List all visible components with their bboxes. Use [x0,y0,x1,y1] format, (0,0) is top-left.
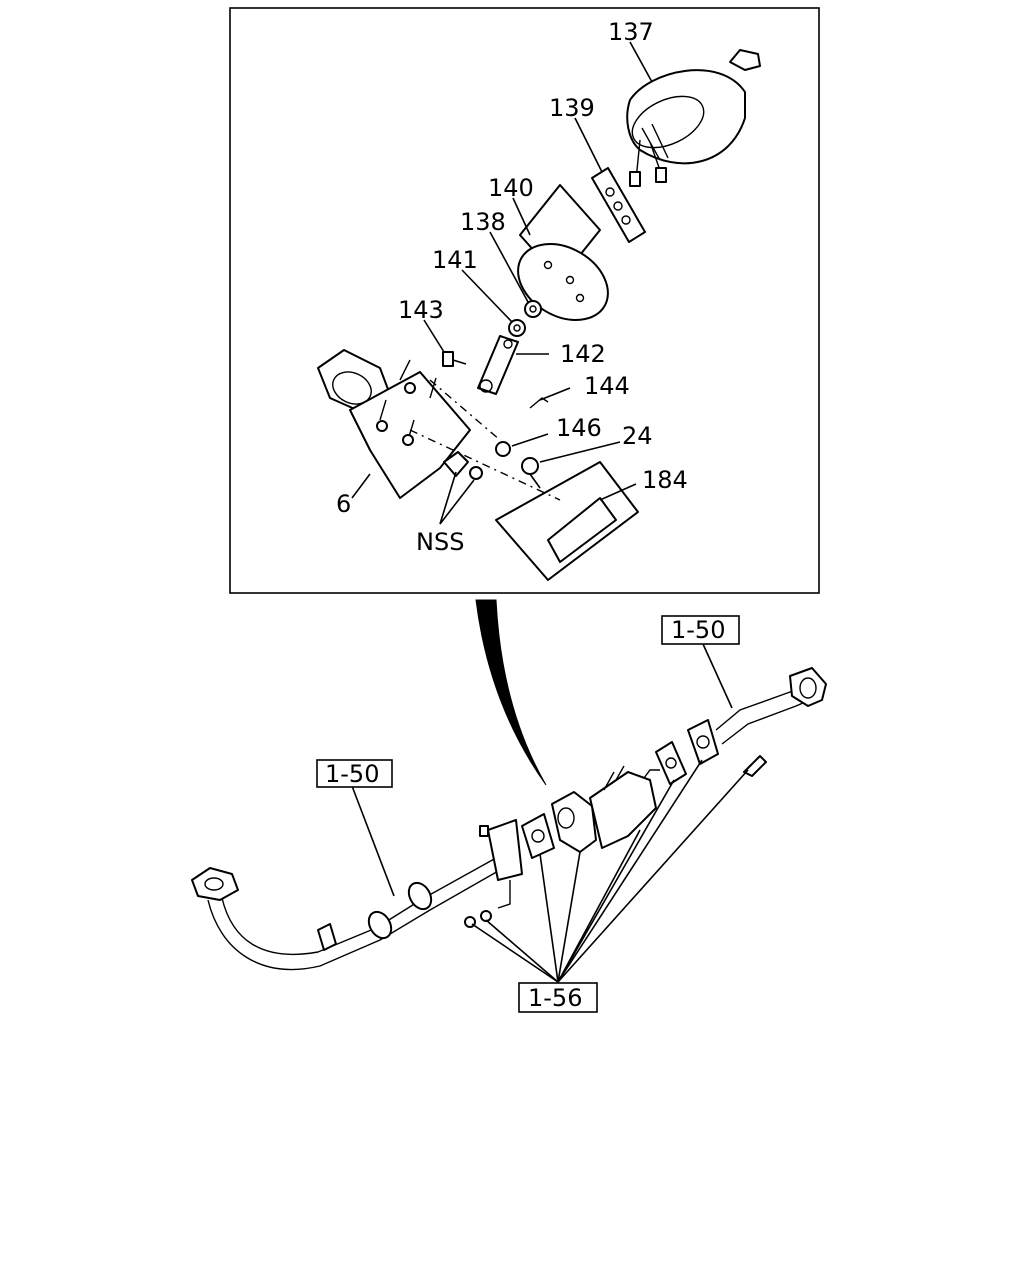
assembly-axis [409,429,561,501]
part-6-valve-body[interactable] [317,349,471,499]
part-140-bracket[interactable] [504,184,621,335]
callout-139: 139 [549,94,595,122]
callout-144: 144 [584,372,630,400]
front-flange-gasket[interactable] [521,813,555,859]
part-141-nut[interactable] [508,319,526,337]
part-144-pin[interactable] [529,397,549,409]
part-nss-hardware[interactable] [443,451,483,480]
part-143-bolt[interactable] [442,351,467,367]
part-146-nut[interactable] [495,441,511,457]
assembly-axis [429,379,501,441]
detail-pointer [475,599,547,786]
callout-6: 6 [336,490,351,518]
ref-bottom-label: 1-56 [528,984,582,1012]
callout-leaders [351,41,653,525]
rear-flange-gasket-2[interactable] [687,719,719,765]
callout-184: 184 [642,466,688,494]
callout-137: 137 [608,18,654,46]
part-139-gasket[interactable] [591,167,646,243]
callout-143: 143 [398,296,444,324]
ref-box-left[interactable]: 1-50 [316,759,393,788]
rear-exhaust-pipe[interactable] [715,667,827,777]
callout-140: 140 [488,174,534,202]
ref-box-bottom[interactable]: 1-56 [518,982,598,1013]
callout-24: 24 [622,422,653,450]
part-137-actuator[interactable] [624,49,761,187]
callout-146: 146 [556,414,602,442]
detail-frame [229,7,820,594]
part-24-bolt[interactable] [521,457,541,489]
part-142-link[interactable] [477,335,519,395]
callout-138: 138 [460,208,506,236]
part-184-heat-shield[interactable] [495,461,639,581]
callout-142: 142 [560,340,606,368]
ref-box-top[interactable]: 1-50 [661,615,740,645]
rear-flange-gasket-1[interactable] [655,741,687,785]
front-exhaust-pipe[interactable] [191,819,523,971]
flange-nut-washer[interactable] [464,910,492,928]
exhaust-brake-valve-assembly[interactable] [551,765,660,853]
ref-left-label: 1-50 [325,760,379,788]
reference-leaders [351,643,749,983]
callout-141: 141 [432,246,478,274]
callout-nss: NSS [416,528,464,556]
part-138-nut[interactable] [524,300,542,318]
ref-top-label: 1-50 [671,616,725,644]
